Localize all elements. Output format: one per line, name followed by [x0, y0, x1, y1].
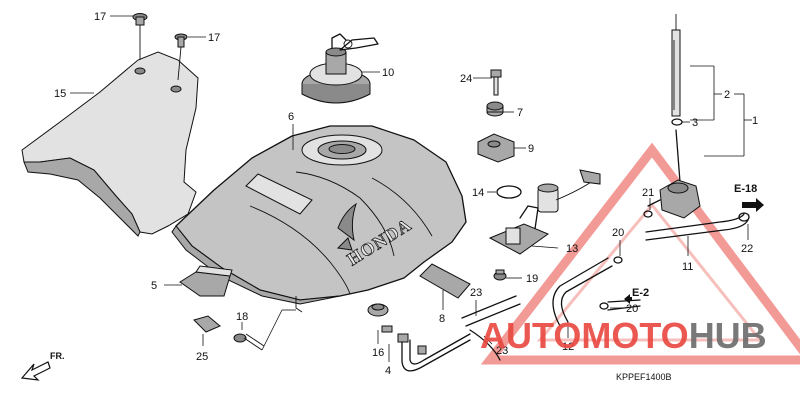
watermark-logo: AUTOMOTOHUB — [480, 315, 767, 356]
watermark-triangle — [480, 142, 800, 365]
callout-3: 3 — [692, 117, 698, 129]
part-14-o-ring[interactable] — [496, 185, 522, 199]
callout-24: 24 — [460, 73, 472, 85]
front-direction-indicator: FR. — [20, 351, 65, 381]
callout-13: 13 — [566, 243, 578, 255]
part-15-side-cover[interactable] — [21, 51, 199, 237]
callout-21: 21 — [642, 187, 654, 199]
callout-14: 14 — [472, 187, 484, 199]
part-8-hose[interactable] — [419, 263, 471, 299]
part-13-fuel-pump[interactable] — [488, 169, 601, 255]
reference-e2-arrow-icon — [624, 294, 632, 304]
callout-20-upper: 20 — [612, 227, 624, 239]
callout-9: 9 — [528, 143, 534, 155]
part-17-screw-left[interactable] — [132, 13, 148, 61]
diagram-code: KPPEF1400B — [616, 372, 672, 382]
part-18-bolt[interactable] — [233, 333, 265, 351]
callout-10: 10 — [382, 67, 394, 79]
part-16-grommet[interactable] — [367, 303, 393, 333]
part-6-fuel-tank[interactable]: HONDA — [171, 125, 467, 313]
part-4-drain-hose[interactable] — [397, 333, 471, 372]
reference-e2[interactable]: E-2 — [624, 287, 649, 304]
callout-22: 22 — [741, 243, 753, 255]
callout-25: 25 — [196, 351, 208, 363]
callout-labels: 17 17 15 10 6 5 25 18 24 7 9 14 13 19 8 … — [54, 11, 758, 377]
callout-4: 4 — [385, 365, 391, 377]
part-20-clamp-lower[interactable] — [599, 302, 609, 310]
leader-lines — [70, 15, 752, 362]
part-17-screw-right[interactable] — [174, 33, 188, 81]
callout-23-lower: 23 — [496, 345, 508, 357]
callout-23-upper: 23 — [470, 287, 482, 299]
part-5-cushion[interactable] — [179, 265, 233, 297]
callout-6: 6 — [288, 111, 294, 123]
part-10-fuel-cap[interactable] — [301, 33, 379, 104]
callout-7: 7 — [517, 107, 523, 119]
part-1-fuel-valve[interactable] — [647, 129, 701, 219]
part-7-nut[interactable] — [486, 101, 504, 117]
part-20-clamp-upper[interactable] — [613, 256, 623, 264]
callout-11: 11 — [682, 261, 693, 273]
part-9-clip[interactable] — [477, 133, 515, 163]
callout-15: 15 — [54, 88, 66, 100]
callout-1: 1 — [752, 115, 758, 127]
front-arrow-icon — [20, 361, 51, 381]
watermark-text: AUTOMOTOHUB — [480, 315, 767, 356]
part-25-rubber[interactable] — [193, 315, 221, 333]
front-direction-label: FR. — [50, 351, 65, 361]
watermark-hub: HUB — [689, 315, 767, 356]
part-2-sender-rod[interactable] — [671, 14, 681, 117]
callout-19: 19 — [526, 273, 538, 285]
part-3-washer[interactable] — [671, 118, 683, 126]
reference-e18-label: E-18 — [734, 183, 757, 195]
part-19-grommet[interactable] — [493, 269, 507, 281]
part-22-clamp[interactable] — [738, 212, 750, 222]
watermark-auto: AUTO — [480, 315, 581, 356]
part-23-hose[interactable] — [461, 295, 521, 361]
callout-18: 18 — [236, 311, 248, 323]
callout-5: 5 — [151, 280, 157, 292]
callout-17-right: 17 — [208, 32, 220, 44]
callout-20-lower: 20 — [626, 303, 638, 315]
part-21-clamp[interactable] — [643, 210, 653, 218]
reference-e2-label: E-2 — [632, 287, 649, 299]
part-11-hose[interactable] — [645, 213, 749, 241]
reference-e18-arrow-icon — [742, 198, 764, 212]
callout-16: 16 — [372, 347, 384, 359]
callout-17-left: 17 — [94, 11, 106, 23]
reference-e18[interactable]: E-18 — [734, 183, 764, 212]
part-24-bolt[interactable] — [490, 69, 502, 96]
watermark-moto: MOTO — [581, 315, 688, 356]
callout-8: 8 — [439, 313, 445, 325]
callout-12: 12 — [562, 341, 574, 353]
callout-2: 2 — [724, 89, 730, 101]
